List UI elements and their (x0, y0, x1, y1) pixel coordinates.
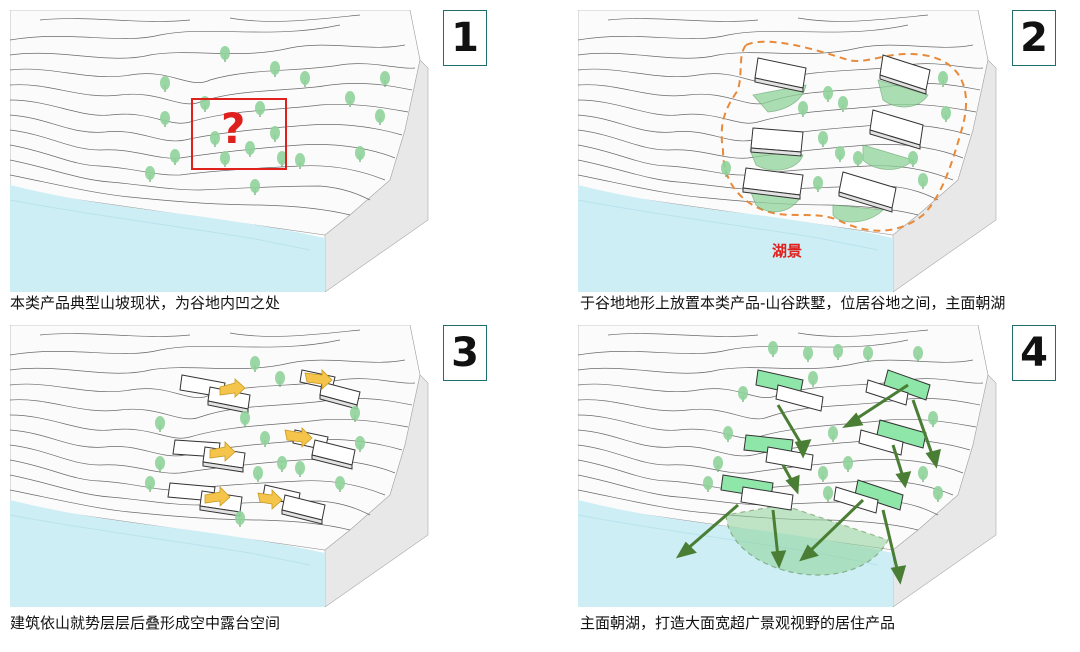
caption-1: 本类产品典型山坡现状，为谷地内凹之处 (10, 294, 281, 312)
panel-number-3: 3 (443, 325, 487, 381)
view-fan (725, 504, 889, 576)
question-mark-icon: ? (221, 104, 246, 153)
green-roof-buildings (720, 369, 931, 514)
caption-2: 于谷地地形上放置本类产品-山谷跌墅，位居谷地之间，主面朝湖 (580, 294, 1006, 312)
panel-2: 湖景 (578, 10, 1078, 292)
terrain-scene-2 (578, 10, 997, 292)
lake-view-label: 湖景 (772, 242, 803, 260)
valley-boundary (720, 40, 968, 232)
focus-rectangle (191, 98, 287, 170)
panel-4 (578, 325, 1078, 607)
panel-number-1: 1 (443, 10, 487, 66)
arrow-icon (675, 383, 941, 585)
caption-4: 主面朝湖，打造大面宽超广景观视野的居住产品 (580, 614, 896, 632)
panel-number-2: 2 (1012, 10, 1056, 66)
panel-1: ? (10, 10, 510, 292)
panel-3 (10, 325, 510, 607)
terrain-scene-1 (10, 10, 429, 292)
building-blocks (742, 54, 931, 213)
caption-3: 建筑依山就势层层后叠形成空中露台空间 (10, 614, 281, 632)
terrain-scene-4 (578, 325, 997, 607)
panel-number-4: 4 (1012, 325, 1056, 381)
arrow-icon (204, 369, 333, 510)
terrain-scene-3 (10, 325, 429, 607)
